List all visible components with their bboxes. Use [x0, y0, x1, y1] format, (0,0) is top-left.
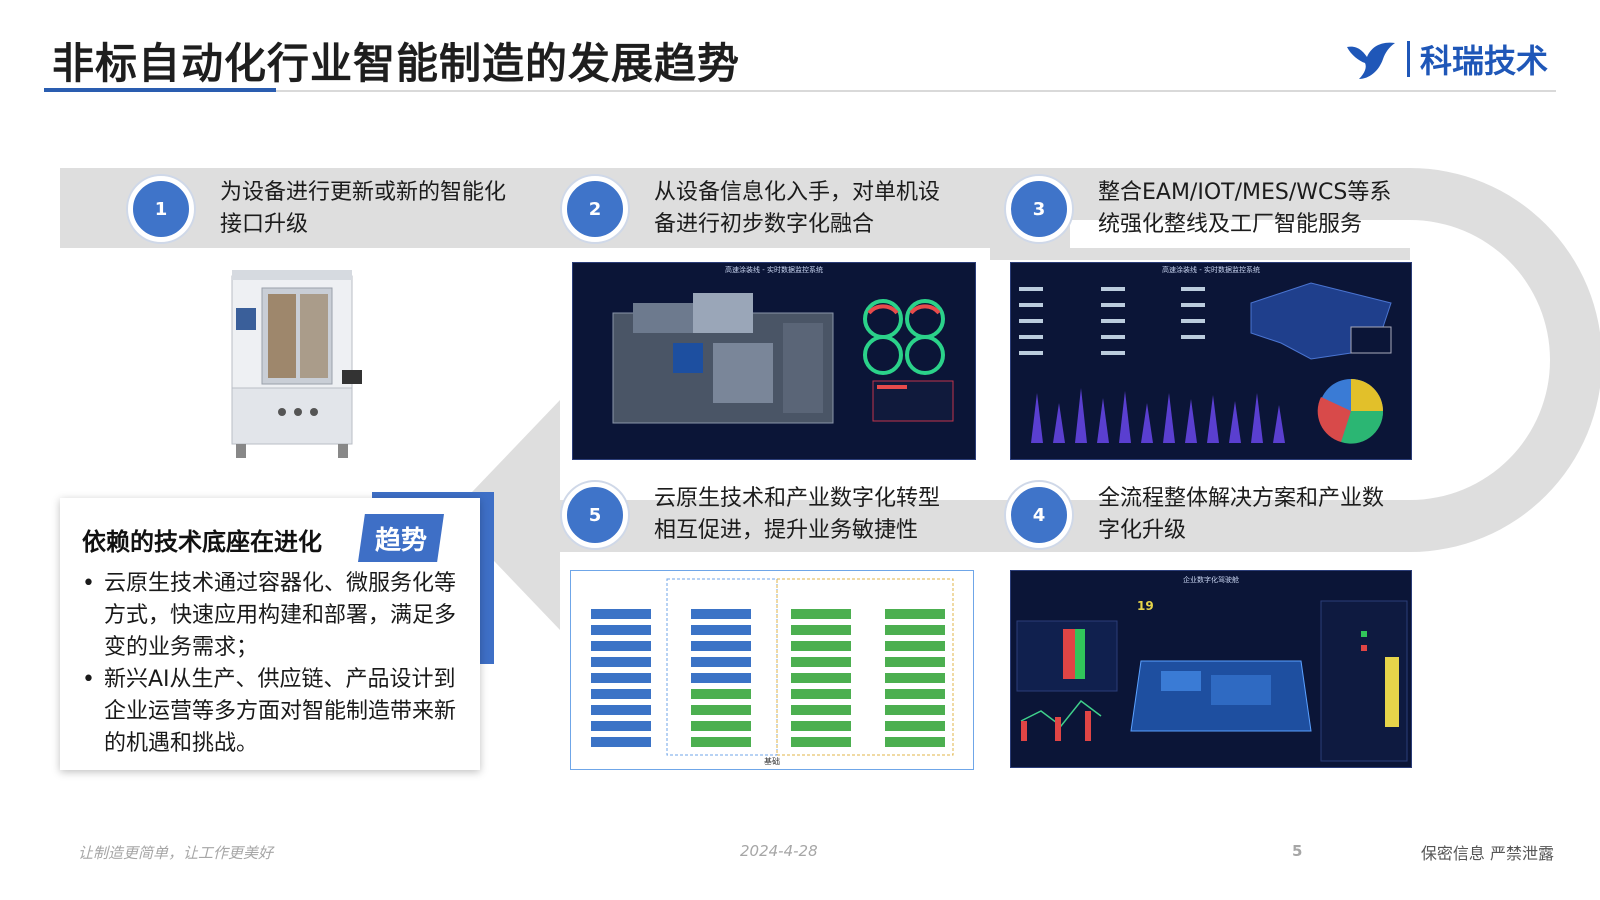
step-3: 3 整合EAM/IOT/MES/WCS等系 统强化整线及工厂智能服务: [1006, 176, 1408, 242]
logo-text: 科瑞技术: [1419, 42, 1548, 80]
company-logo: 科瑞技术: [1345, 36, 1548, 82]
step-description: 为设备进行更新或新的智能化 接口升级: [220, 180, 507, 237]
page-number: 5: [1292, 842, 1303, 860]
step-number-badge: 4: [1006, 482, 1072, 548]
trend-tag-badge: 趋势: [358, 514, 444, 562]
step-1: 1 为设备进行更新或新的智能化 接口升级: [128, 176, 530, 242]
step-number-badge: 5: [562, 482, 628, 548]
dashboard-graphics: [1019, 282, 1392, 444]
step-description: 全流程整体解决方案和产业数 字化升级: [1098, 486, 1385, 543]
cockpit-graphics: [1016, 600, 1408, 762]
enterprise-cockpit-screen: 企业数字化驾驶舱 19: [1010, 570, 1412, 768]
monitor-graphics: [612, 293, 954, 424]
cockpit-value: 19: [1137, 599, 1154, 613]
bird-logo-icon: [1346, 42, 1395, 79]
architecture-graphics: [591, 578, 954, 756]
title-accent-bar: [44, 88, 276, 92]
cloud-architecture-diagram: 基础: [570, 570, 974, 770]
bullet-item: 云原生技术通过容器化、微服务化等方式，快速应用构建和部署，满足多变的业务需求；: [80, 568, 460, 664]
step-description: 整合EAM/IOT/MES/WCS等系 统强化整线及工厂智能服务: [1098, 180, 1392, 237]
screen-title: 高速涂装线 - 实时数据监控系统: [725, 266, 823, 274]
logo-separator: [1406, 41, 1410, 77]
step-number-badge: 2: [562, 176, 628, 242]
footer-date: 2024-4-28: [740, 842, 818, 860]
title-divider: [44, 90, 1556, 92]
step-2: 2 从设备信息化入手，对单机设 备进行初步数字化融合: [562, 176, 964, 242]
step-number-badge: 1: [128, 176, 194, 242]
screen-title: 企业数字化驾驶舱: [1183, 576, 1239, 584]
step-5: 5 云原生技术和产业数字化转型 相互促进，提升业务敏捷性: [562, 482, 964, 548]
screen-title: 高速涂装线 - 实时数据监控系统: [1162, 266, 1260, 274]
equipment-monitor-screen: 高速涂装线 - 实时数据监控系统: [572, 262, 976, 460]
machine-image: [231, 270, 362, 458]
footer-slogan: 让制造更简单，让工作更美好: [78, 844, 274, 862]
step-number-badge: 3: [1006, 176, 1072, 242]
bullet-item: 新兴AI从生产、供应链、产品设计到企业运营等多方面对智能制造带来新的机遇和挑战。: [80, 664, 460, 760]
factory-dashboard-screen: 高速涂装线 - 实时数据监控系统: [1010, 262, 1412, 460]
trend-bullet-list: 云原生技术通过容器化、微服务化等方式，快速应用构建和部署，满足多变的业务需求； …: [80, 568, 460, 760]
step-4: 4 全流程整体解决方案和产业数 字化升级: [1006, 482, 1408, 548]
page-title: 非标自动化行业智能制造的发展趋势: [52, 39, 741, 88]
step-description: 从设备信息化入手，对单机设 备进行初步数字化融合: [654, 180, 941, 237]
step-description: 云原生技术和产业数字化转型 相互促进，提升业务敏捷性: [654, 486, 941, 543]
confidential-notice: 保密信息 严禁泄露: [1420, 844, 1554, 863]
trend-heading: 依赖的技术底座在进化: [82, 528, 322, 556]
diagram-footer-label: 基础: [764, 757, 780, 766]
